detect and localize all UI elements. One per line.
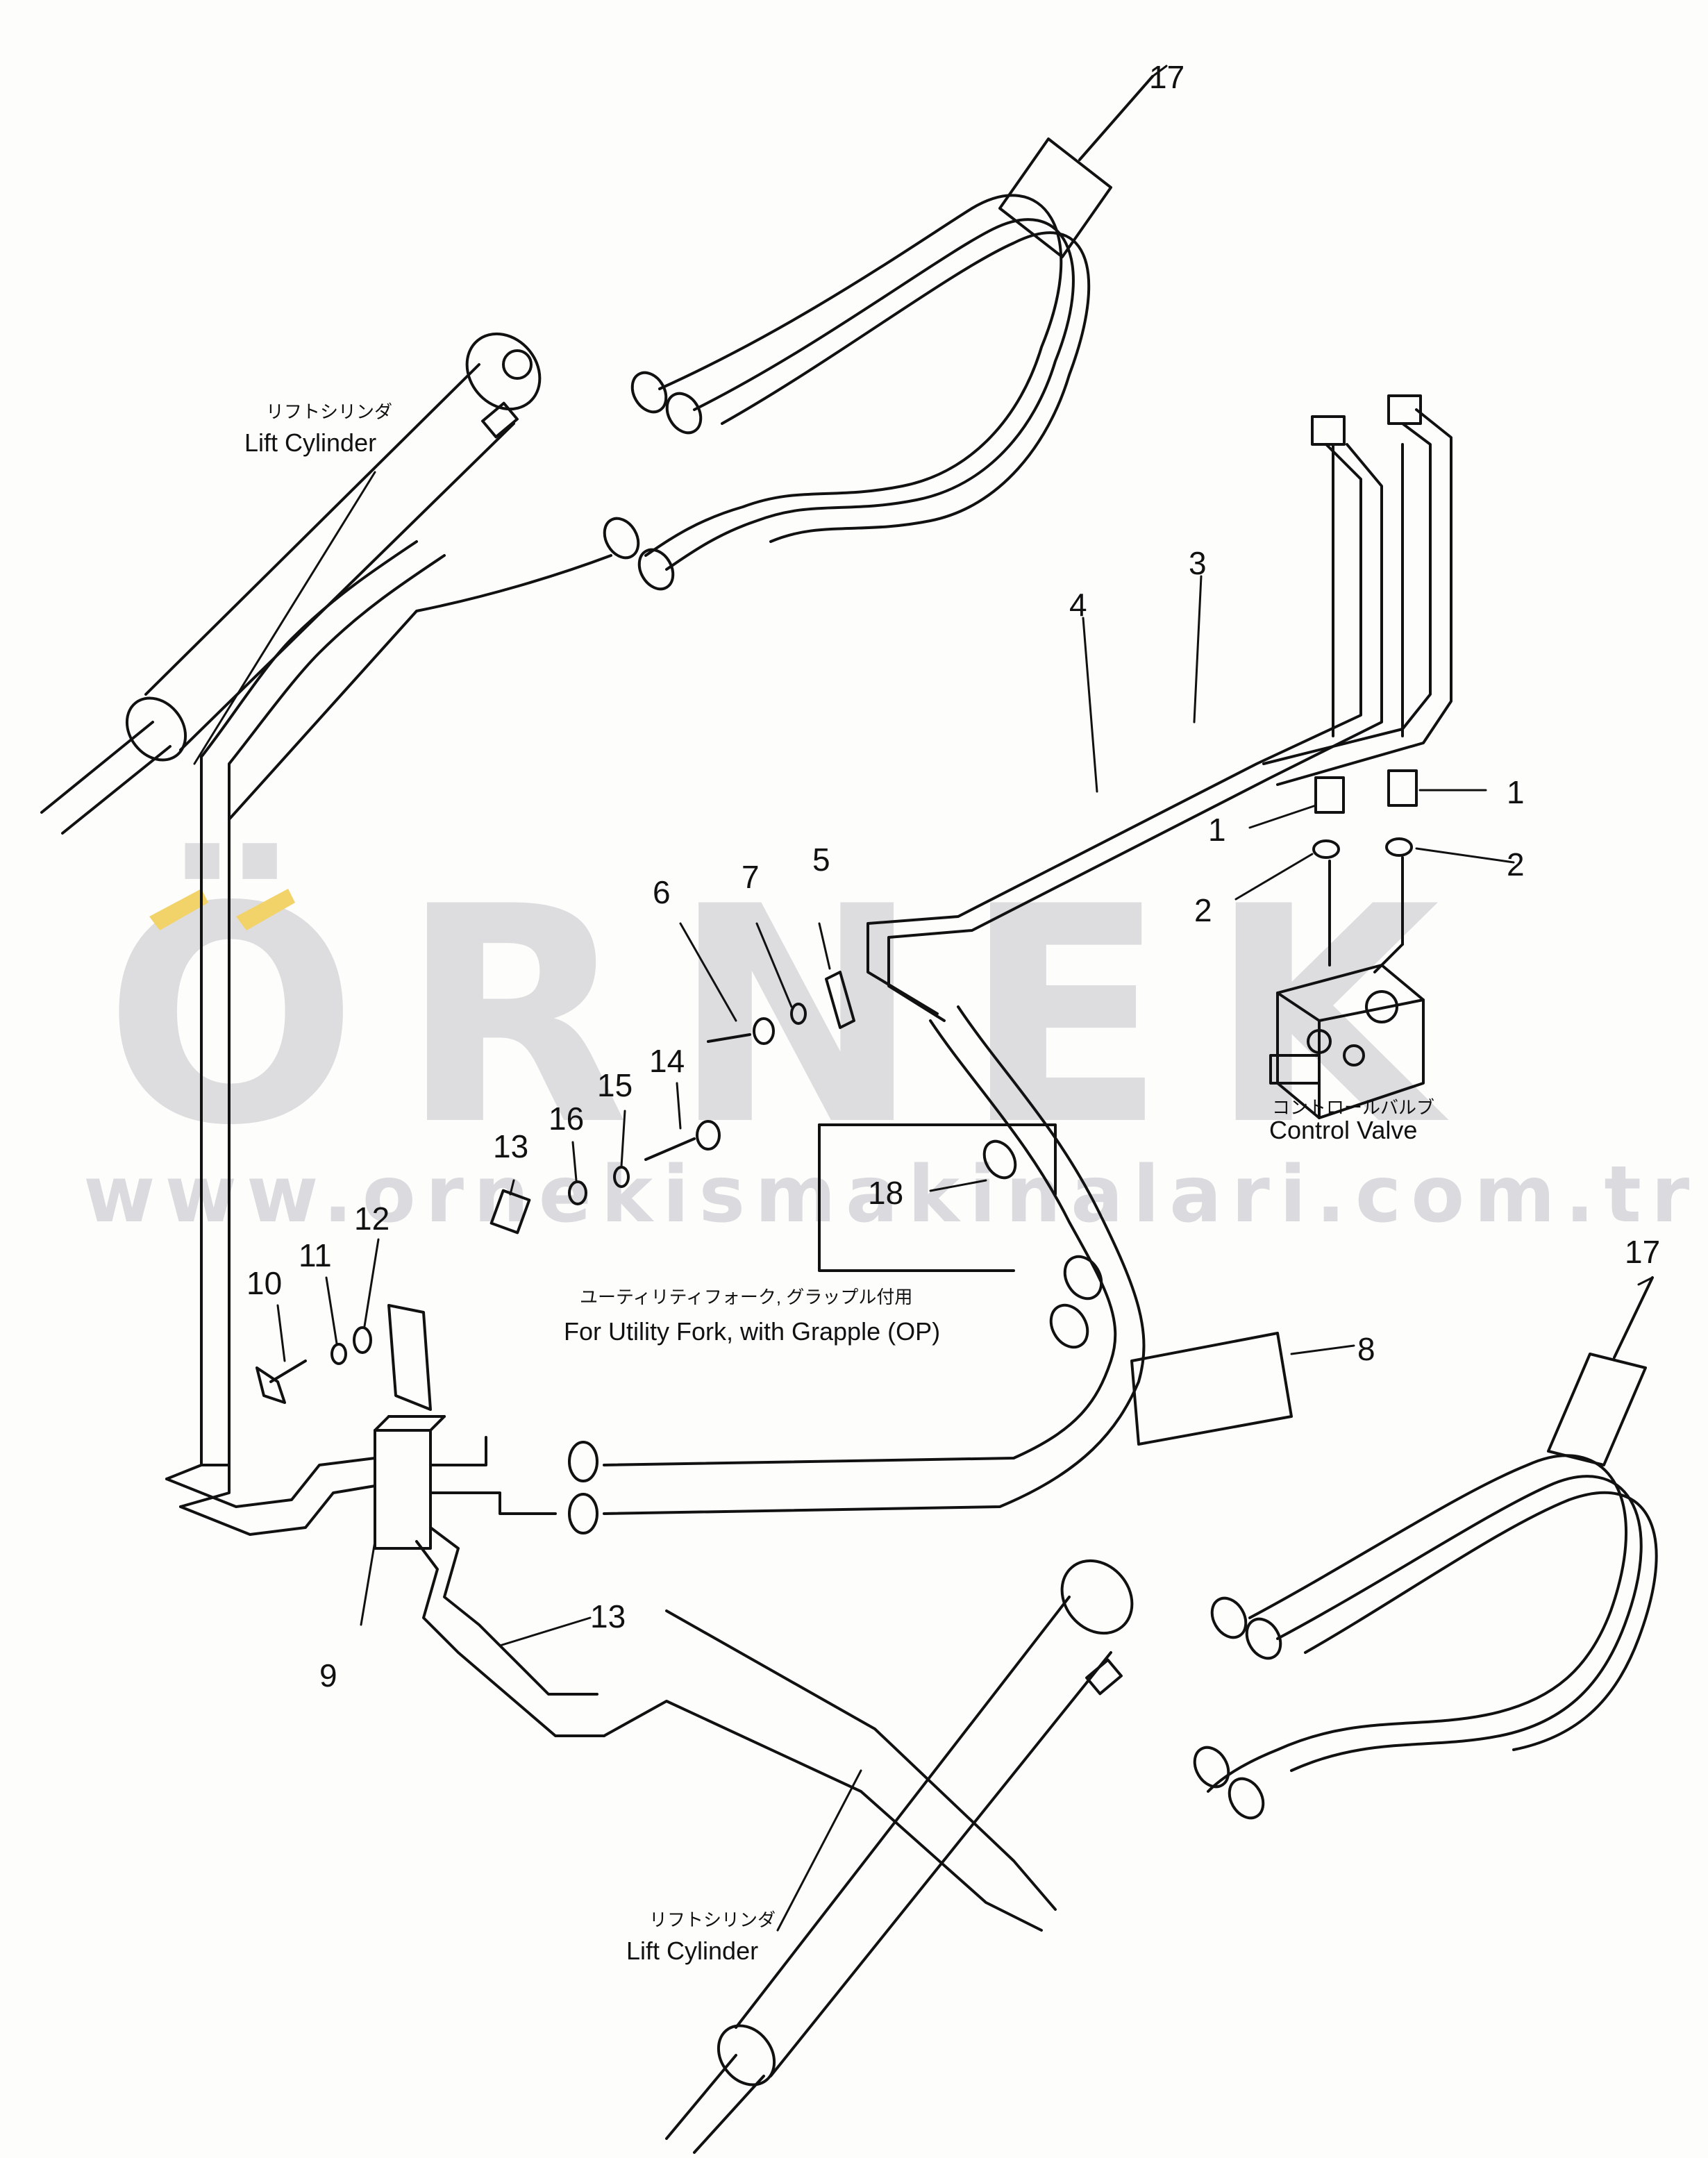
watermark-logo: ÖRNEK [104, 844, 1482, 1191]
callout-7: 7 [742, 859, 760, 895]
callout-14: 14 [649, 1043, 685, 1079]
lift-cylinder-upper-label-jp: リフトシリンダ [266, 401, 393, 422]
callout-6: 6 [653, 874, 671, 910]
pipe-left-long [165, 540, 612, 1508]
lift-cylinder-lower-label-jp: リフトシリンダ [649, 1909, 776, 1930]
callout-10: 10 [246, 1265, 283, 1301]
callout-15: 15 [597, 1067, 633, 1103]
callout-17-upper: 17 [1149, 59, 1185, 95]
pipe-lower [415, 1526, 1057, 1932]
callout-16: 16 [549, 1101, 585, 1137]
leader-lines [193, 65, 1654, 1932]
callout-2-right: 2 [1507, 846, 1525, 883]
hose-upper-loop [603, 194, 1091, 591]
option-box [818, 1123, 1057, 1272]
callout-11: 11 [299, 1237, 332, 1273]
callout-8: 8 [1357, 1331, 1375, 1367]
hose-lower-loop [1193, 1454, 1658, 1820]
callout-5: 5 [812, 842, 830, 878]
callout-13-upper: 13 [493, 1128, 529, 1164]
callout-4: 4 [1069, 587, 1087, 623]
cylinder-17-lower [1547, 1276, 1654, 1466]
option-label-en: For Utility Fork, with Grapple (OP) [564, 1317, 941, 1346]
bracket-and-bolts [256, 971, 855, 1411]
callout-3: 3 [1189, 545, 1207, 581]
control-valve-label-en: Control Valve [1269, 1116, 1418, 1144]
control-valve [1269, 964, 1425, 1119]
lift-cylinder-lower-label-en: Lift Cylinder [626, 1937, 759, 1965]
callout-12: 12 [354, 1201, 390, 1237]
block-9 [165, 1415, 557, 1550]
lift-cylinder-upper-label-en: Lift Cylinder [244, 428, 377, 457]
callout-18: 18 [868, 1175, 904, 1211]
watermark-url: www.ornekismakinalari.com.tr [83, 1150, 1700, 1240]
callout-2-left: 2 [1194, 892, 1212, 928]
fitting-1-2 [1312, 769, 1418, 973]
lift-cylinder-upper [40, 332, 542, 835]
option-label-jp: ユーティリティフォーク, グラップル付用 [580, 1287, 913, 1307]
callout-9: 9 [319, 1657, 337, 1693]
watermark-accent [149, 889, 295, 930]
callout-17-lower: 17 [1625, 1234, 1661, 1270]
hose-8 [568, 1005, 1293, 1534]
lift-cylinder-lower [665, 1559, 1134, 2154]
callout-1-left: 1 [1208, 812, 1226, 848]
cylinder-17-upper [998, 75, 1154, 258]
callout-1-right: 1 [1507, 774, 1525, 810]
pipe-3-4 [866, 394, 1452, 1022]
callout-13-lower: 13 [590, 1598, 626, 1634]
control-valve-label-jp: コントロールバルブ [1272, 1097, 1435, 1118]
